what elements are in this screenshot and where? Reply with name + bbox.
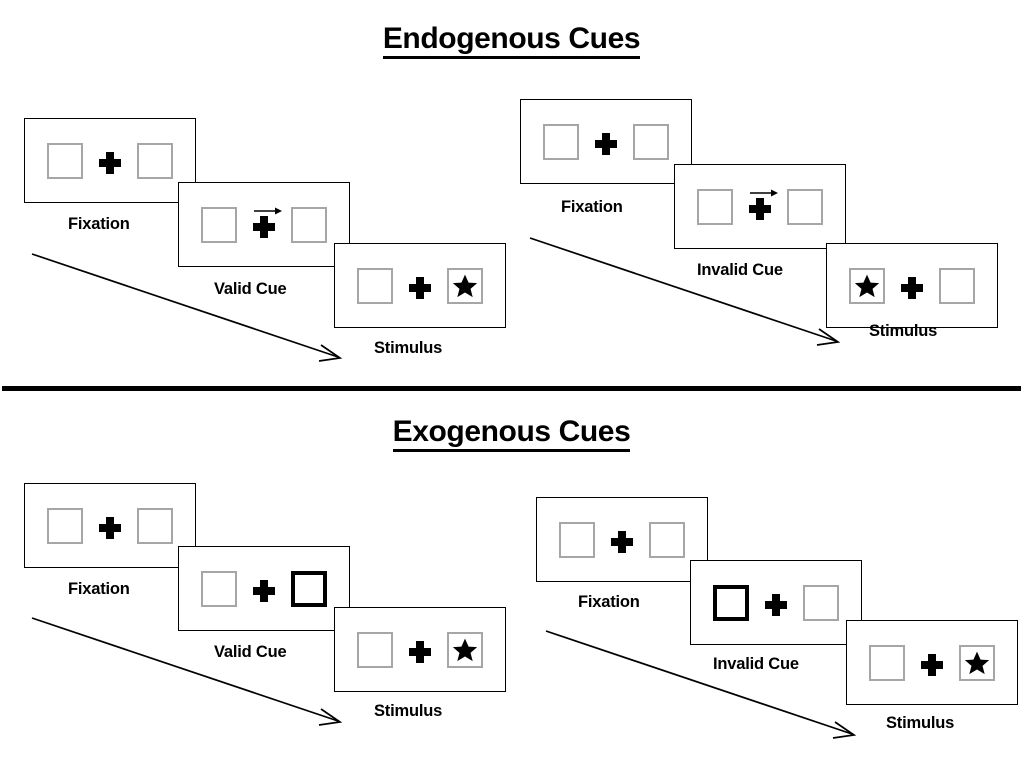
stimulus-box-left [357,631,393,668]
fixation-cross-icon [99,513,121,539]
stimulus-box-right-with-target [447,267,483,304]
panel-exogenous-valid-stimulus [334,607,506,692]
panel-content [179,570,349,607]
stimulus-box-left [697,188,733,225]
panel-label-stimulus: Stimulus [869,322,938,340]
fixation-cross-icon [409,273,431,299]
fixation-cross-icon [765,590,787,616]
panel-exogenous-valid-cue [178,546,350,631]
panel-content [537,521,707,558]
star-icon [452,638,478,661]
stimulus-box-right [291,206,327,243]
fixation-cross-icon [921,650,943,676]
star-icon [964,651,990,674]
panel-content [25,142,195,179]
stimulus-box-right-cued [291,570,327,607]
fixation-cross-icon [901,273,923,299]
panel-exogenous-invalid-cue [690,560,862,645]
stimulus-box-right [137,142,173,179]
stimulus-box-left-with-target [849,267,885,304]
right-arrow-icon [254,207,282,214]
panel-label-stimulus: Stimulus [374,702,443,720]
section-title-endogenous-text: Endogenous Cues [382,22,641,59]
right-arrow-icon [750,189,778,196]
stimulus-box-right [137,507,173,544]
panel-content [335,267,505,304]
panel-label-stimulus: Stimulus [886,714,955,732]
panel-content [827,267,997,304]
panel-label-fixation: Fixation [561,198,623,216]
panel-content [521,123,691,160]
panel-label-fixation: Fixation [68,215,130,233]
panel-content [335,631,505,668]
panel-endogenous-invalid-stimulus [826,243,998,328]
star-icon [452,274,478,297]
fixation-cross-icon [409,637,431,663]
panel-label-fixation: Fixation [68,580,130,598]
panel-exogenous-invalid-fixation [536,497,708,582]
panel-content [847,644,1017,681]
panel-content [675,188,845,225]
stimulus-box-left [47,507,83,544]
panel-content [691,584,861,621]
star-icon [854,274,880,297]
panel-exogenous-invalid-stimulus [846,620,1018,705]
panel-label-stimulus: Stimulus [374,339,443,357]
stimulus-box-right [803,584,839,621]
section-title-exogenous: Exogenous Cues [0,415,1023,452]
stimulus-box-right [787,188,823,225]
stimulus-box-left [543,123,579,160]
fixation-cross-icon [253,576,275,602]
panel-label-invalid-cue: Invalid Cue [713,655,799,673]
panel-label-valid-cue: Valid Cue [214,643,287,661]
panel-endogenous-valid-fixation [24,118,196,203]
stimulus-box-right-with-target [959,644,995,681]
panel-exogenous-valid-fixation [24,483,196,568]
panel-endogenous-valid-cue [178,182,350,267]
section-title-exogenous-text: Exogenous Cues [392,415,631,452]
section-divider [2,386,1021,391]
section-title-endogenous: Endogenous Cues [0,22,1023,59]
fixation-cross-icon [253,207,282,238]
fixation-cross-icon [595,129,617,155]
panel-content [25,507,195,544]
stimulus-box-left-cued [713,584,749,621]
stimulus-box-right [939,267,975,304]
fixation-cross-icon [99,148,121,174]
stimulus-box-left [559,521,595,558]
diagonal-arrow-icon-endogenous-invalid [529,237,841,346]
panel-label-fixation: Fixation [578,593,640,611]
stimulus-box-right [649,521,685,558]
panel-label-invalid-cue: Invalid Cue [697,261,783,279]
stimulus-box-right [633,123,669,160]
panel-endogenous-invalid-fixation [520,99,692,184]
panel-content [179,206,349,243]
stimulus-box-left [201,206,237,243]
panel-endogenous-invalid-cue [674,164,846,249]
fixation-cross-icon [611,527,633,553]
panel-label-valid-cue: Valid Cue [214,280,287,298]
stimulus-box-left [47,142,83,179]
stimulus-box-left [357,267,393,304]
stimulus-box-left [201,570,237,607]
stimulus-box-left [869,644,905,681]
panel-endogenous-valid-stimulus [334,243,506,328]
stimulus-box-right-with-target [447,631,483,668]
fixation-cross-icon [749,189,778,220]
